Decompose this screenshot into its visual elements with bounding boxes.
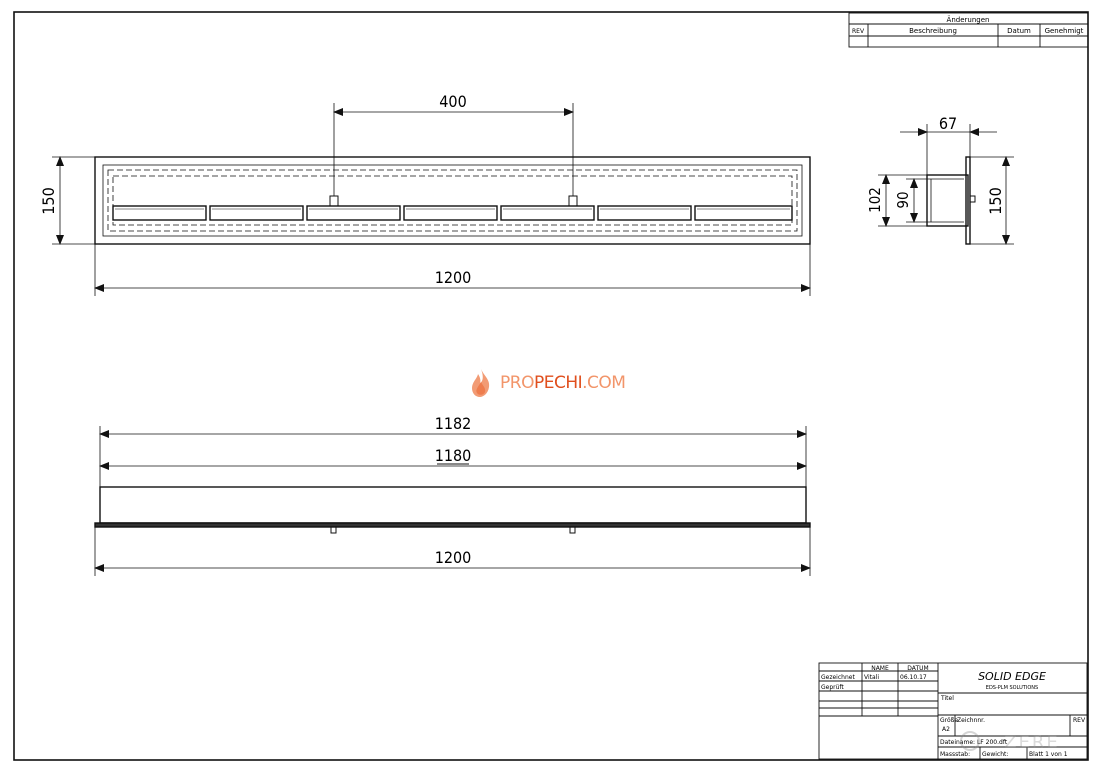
watermark-com: .COM: [582, 373, 626, 393]
title-block-drawn-name: Vitali: [864, 674, 879, 681]
corner-watermark: ZERE: [960, 731, 1060, 753]
title-block-rev-label: REV: [1073, 717, 1086, 724]
sheet-border: [13, 11, 1089, 761]
dim-front-length: 1200: [435, 268, 472, 287]
title-block-weight: Gewicht:: [982, 751, 1008, 758]
revision-table-title: Änderungen: [947, 15, 990, 24]
front-view-outline: [94, 156, 811, 245]
dim-top-inner-length: 1180: [435, 446, 472, 465]
title-block-row-drawn: Gezeichnet: [821, 674, 855, 681]
revision-header-date: Datum: [1007, 27, 1031, 35]
title-block-scale: Massstab:: [940, 751, 970, 758]
dim-side-flange-height: 150: [986, 187, 1005, 214]
dim-top-total-length: 1200: [435, 548, 472, 567]
title-block-drawing-no-label: Zeichnnr.: [957, 717, 985, 724]
dim-front-spacing: 400: [439, 92, 466, 111]
title-block: [818, 662, 1088, 760]
title-block-filename: Dateiname: LF 200.dft: [940, 739, 1008, 746]
front-view: [94, 156, 811, 245]
title-block-brand-sub: EDS-PLM SOLUTIONS: [986, 685, 1038, 691]
dim-side-depth: 67: [939, 114, 957, 133]
watermark-pro: PRO: [500, 373, 534, 393]
side-view: [926, 156, 976, 245]
front-view-dimensions: [52, 103, 811, 296]
title-block-row-checked: Geprüft: [821, 684, 844, 691]
top-view: [94, 486, 811, 534]
dim-side-outer-height: 102: [866, 187, 884, 213]
revision-table: [848, 12, 1089, 48]
revision-header-rev: REV: [852, 28, 865, 35]
side-view-dimensions: [878, 124, 1014, 245]
top-view-dimensions: [94, 426, 811, 576]
revision-header-approved: Genehmigt: [1045, 27, 1084, 35]
title-block-title-label: Titel: [940, 695, 954, 702]
dim-front-height: 150: [39, 187, 58, 214]
flame-icon: [472, 369, 490, 397]
title-block-brand: SOLID EDGE: [978, 670, 1046, 683]
dim-side-inner-height: 90: [894, 191, 912, 208]
revision-header-description: Beschreibung: [909, 27, 957, 35]
title-block-sheet: Blatt 1 von 1: [1029, 751, 1068, 758]
title-block-col-name: NAME: [871, 665, 889, 672]
front-view-slots: [112, 205, 793, 221]
title-block-drawn-date: 06.10.17: [900, 674, 927, 681]
title-block-col-date: DATUM: [907, 665, 928, 672]
dim-top-outer-length: 1182: [435, 414, 472, 433]
corner-watermark-text: ZERE: [1004, 732, 1060, 753]
watermark-pechi: PECHI: [533, 373, 583, 393]
title-block-size-label: Größe: [940, 717, 958, 724]
title-block-size-value: A2: [942, 726, 950, 733]
